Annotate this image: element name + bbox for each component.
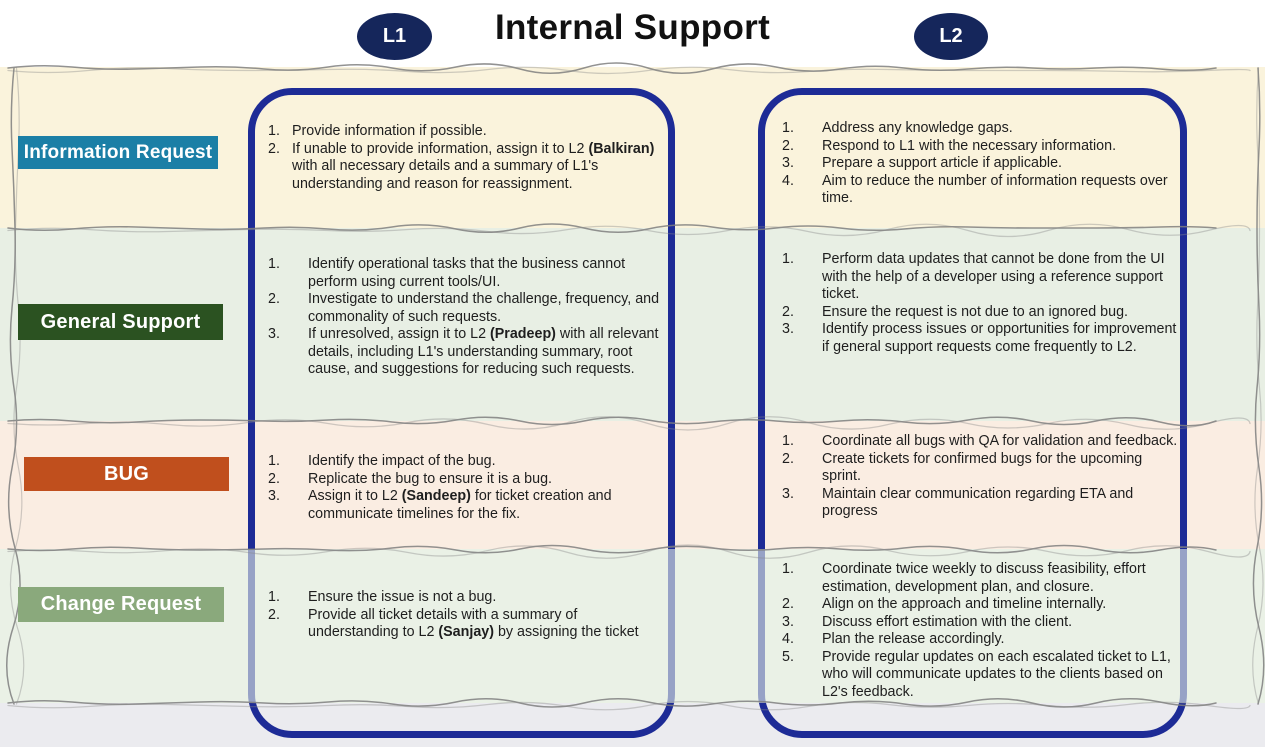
list-item: 1.Coordinate all bugs with QA for valida… [782,433,1178,449]
l2-steps-general-support: 1.Perform data updates that cannot be do… [782,251,1182,356]
l1-steps-change-request: 1.Ensure the issue is not a bug.2.Provid… [268,589,660,642]
l1-steps-bug: 1.Identify the impact of the bug.2.Repli… [268,453,660,523]
category-label-change-request: Change Request [18,587,224,622]
l1-badge: L1 [357,13,432,60]
page-title: Internal Support [494,8,771,47]
list-item: 1.Identify the impact of the bug. [268,453,496,469]
list-item: 1.Provide information if possible. [268,123,487,139]
list-item: 3.Maintain clear communication regarding… [782,485,1134,520]
list-item: 2.Replicate the bug to ensure it is a bu… [268,470,552,487]
list-item: 3.Assign it to L2 (Sandeep) for ticket c… [268,488,612,522]
category-label-general-support: General Support [18,304,223,340]
l2-steps-change-request: 1.Coordinate twice weekly to discuss fea… [782,561,1182,701]
list-item: 2.Investigate to understand the challeng… [268,291,660,325]
list-item: 4.Aim to reduce the number of informatio… [782,172,1168,207]
l1-steps-information-request: 1.Provide information if possible.2.If u… [268,123,660,193]
list-item: 2.Create tickets for confirmed bugs for … [782,450,1143,485]
list-item: 1.Identify operational tasks that the bu… [268,256,626,290]
category-label-information-request: Information Request [18,136,218,169]
l1-steps-general-support: 1.Identify operational tasks that the bu… [268,256,660,379]
list-item: 2.If unable to provide information, assi… [268,140,655,192]
list-item: 2.Provide all ticket details with a summ… [268,606,639,641]
l2-steps-information-request: 1.Address any knowledge gaps.2.Respond t… [782,120,1182,208]
row4-translucent-overlay [0,549,1265,703]
list-item: 1.Address any knowledge gaps. [782,120,1013,136]
category-label-bug: BUG [24,457,229,491]
list-item: 3.Prepare a support article if applicabl… [782,155,1063,171]
list-item: 2.Align on the approach and timeline int… [782,596,1107,612]
list-item: 1.Perform data updates that cannot be do… [782,251,1165,302]
list-item: 5.Provide regular updates on each escala… [782,648,1171,700]
l1-lane-outline [248,88,675,738]
list-item: 2.Respond to L1 with the necessary infor… [782,137,1117,154]
list-item: 3.Discuss effort estimation with the cli… [782,613,1073,630]
list-item: 3.Identify process issues or opportuniti… [782,321,1177,355]
list-item: 3.If unresolved, assign it to L2 (Pradee… [268,326,659,377]
list-item: 1.Ensure the issue is not a bug. [268,589,497,605]
l2-steps-bug: 1.Coordinate all bugs with QA for valida… [782,433,1182,521]
l2-lane-outline [758,88,1187,738]
list-item: 2.Ensure the request is not due to an ig… [782,303,1129,320]
list-item: 1.Coordinate twice weekly to discuss fea… [782,561,1146,595]
l2-badge: L2 [914,13,988,60]
list-item: 4.Plan the release accordingly. [782,631,1005,647]
